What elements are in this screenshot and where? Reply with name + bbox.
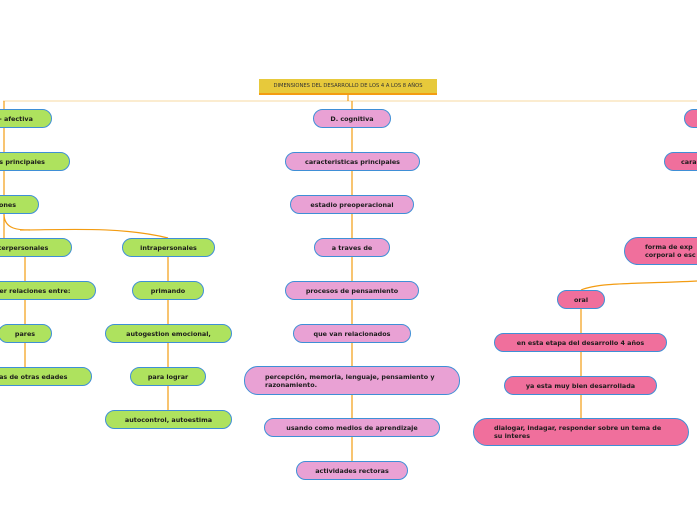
root-node[interactable]: DIMENSIONES DEL DESARROLLO DE LOS 4 A LO…: [259, 79, 437, 95]
node-a-traves[interactable]: a traves de: [314, 238, 390, 257]
node-forma-expresion[interactable]: forma de exp corporal o esc: [624, 237, 697, 265]
node-etapa[interactable]: en esta etapa del desarrollo 4 años: [494, 333, 667, 352]
node-estadio[interactable]: estadio preoperacional: [290, 195, 414, 214]
node-cognitiva-caracteristicas[interactable]: caracteristicas principales: [285, 152, 420, 171]
node-otras-edades[interactable]: nas de otras edades: [0, 367, 92, 386]
connector-line: [580, 280, 697, 291]
node-socio-caracteristicas[interactable]: as principales: [0, 152, 70, 171]
node-dialogar[interactable]: dialogar, indagar, responder sobre un te…: [473, 418, 689, 446]
connector-line: [19, 228, 169, 239]
node-cognitiva[interactable]: D. cognitiva: [313, 109, 391, 128]
node-cara[interactable]: cara: [664, 152, 697, 171]
node-procesos[interactable]: procesos de pensamiento: [285, 281, 419, 300]
node-establecer-relaciones[interactable]: cer relaciones entre:: [0, 281, 96, 300]
node-intrapersonales[interactable]: intrapersonales: [122, 238, 215, 257]
node-interpersonales[interactable]: nterpersonales: [0, 238, 72, 257]
node-percepcion[interactable]: percepción, memoria, lenguaje, pensamien…: [244, 366, 460, 395]
node-medios[interactable]: usando como medios de aprendizaje: [264, 418, 440, 437]
node-primando[interactable]: primando: [132, 281, 204, 300]
node-autocontrol[interactable]: autocontrol, autoestima: [105, 410, 232, 429]
node-cara-label: cara: [681, 157, 697, 166]
node-socio-afectiva[interactable]: - afectiva: [0, 109, 52, 128]
node-right-top[interactable]: [684, 109, 697, 128]
node-desarrollada[interactable]: ya esta muy bien desarrollada: [504, 376, 657, 395]
connector-line: [3, 213, 31, 231]
node-para-lograr[interactable]: para lograr: [130, 367, 206, 386]
node-oral[interactable]: oral: [557, 290, 605, 309]
node-socio-relaciones[interactable]: ciones: [0, 195, 39, 214]
node-que-van[interactable]: que van relacionados: [293, 324, 411, 343]
node-pares[interactable]: pares: [0, 324, 52, 343]
node-actividades[interactable]: actividades rectoras: [296, 461, 408, 480]
node-autogestion[interactable]: autogestion emocional,: [105, 324, 232, 343]
node-forma-expresion-label: forma de exp corporal o esc: [645, 243, 696, 259]
